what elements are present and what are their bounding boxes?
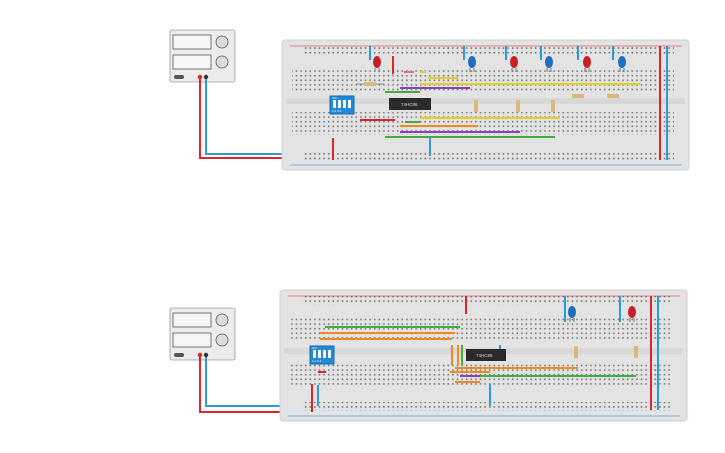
- ground-wire-blue[interactable]: [205, 79, 310, 155]
- dip-switch[interactable]: [309, 345, 335, 365]
- dip-switch-numbers: 1 2 3 4: [332, 109, 342, 113]
- resistor[interactable]: [634, 346, 638, 358]
- breadboard[interactable]: [281, 39, 690, 171]
- resistor[interactable]: [607, 94, 619, 98]
- dip-switch[interactable]: [329, 95, 355, 115]
- resistor[interactable]: [474, 100, 478, 112]
- ic-chip[interactable]: [466, 349, 506, 361]
- power-supply[interactable]: [169, 29, 236, 83]
- power-wire-red[interactable]: [199, 79, 310, 159]
- ground-wire-blue[interactable]: [205, 357, 308, 407]
- led-blue[interactable]: [618, 56, 626, 72]
- led-red[interactable]: [628, 306, 636, 322]
- power-wire-red[interactable]: [199, 357, 308, 413]
- ic-chip-label: 74HC86: [476, 353, 493, 358]
- led-blue[interactable]: [568, 306, 576, 322]
- dip-switch-on-label: ON: [312, 346, 317, 350]
- ic-chip-label: 74HC86: [401, 102, 418, 107]
- led-red[interactable]: [373, 56, 381, 72]
- circuit-bottom: ON 1 2 3 4 74HC86: [169, 289, 688, 422]
- dip-switch-on-label: ON: [332, 96, 337, 100]
- dip-switch-numbers: 1 2 3 4: [312, 359, 322, 363]
- led-red[interactable]: [510, 56, 518, 72]
- led-red[interactable]: [583, 56, 591, 72]
- ic-chip[interactable]: [389, 98, 431, 110]
- circuit-top: ON 1 2 3 4 74HC86: [169, 29, 690, 171]
- resistor[interactable]: [356, 82, 384, 86]
- resistor[interactable]: [516, 100, 520, 112]
- resistor[interactable]: [551, 100, 555, 112]
- power-supply[interactable]: [169, 307, 236, 361]
- led-blue[interactable]: [468, 56, 476, 72]
- resistor[interactable]: [574, 346, 578, 358]
- resistor[interactable]: [572, 94, 584, 98]
- led-blue[interactable]: [545, 56, 553, 72]
